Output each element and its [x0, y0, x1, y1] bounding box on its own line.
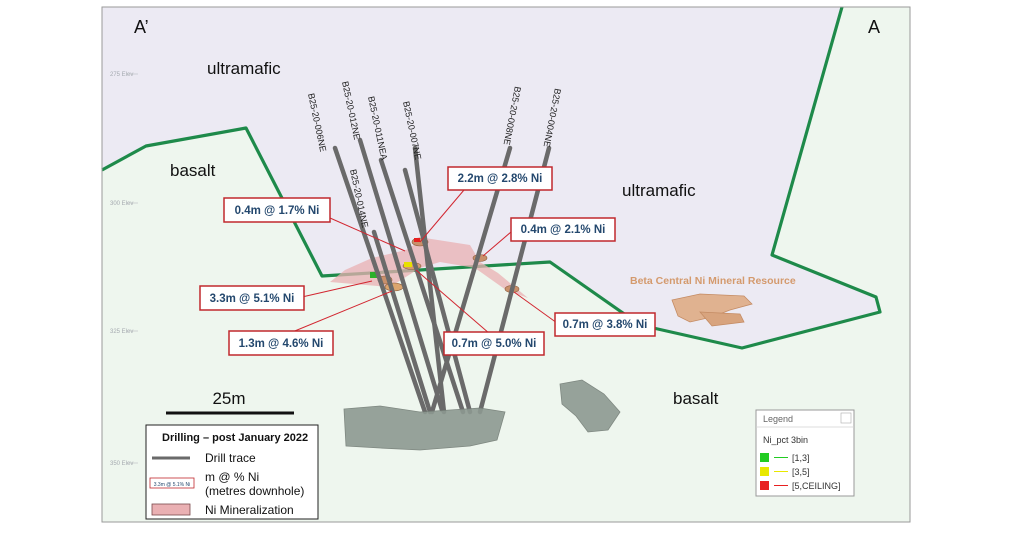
drill-traces	[332, 137, 552, 415]
section-label-right: A	[868, 17, 880, 37]
elevation-label: 350 Elev	[110, 461, 133, 467]
underground-workings	[343, 379, 621, 451]
elevation-label: 275 Elev	[110, 72, 133, 78]
legend-intercept: m @ % Ni	[205, 470, 259, 484]
intercept-text: 1.3m @ 4.6% Ni	[239, 338, 324, 350]
intercept-text: 3.3m @ 5.1% Ni	[210, 293, 295, 305]
elevation-markers: 275 Elev 300 Elev 325 Elev 350 Elev	[110, 72, 138, 467]
intercept-callout: 0.4m @ 2.1% Ni	[510, 217, 616, 242]
intercept-callout: 0.4m @ 1.7% Ni	[223, 197, 331, 223]
rock-label-basalt: basalt	[170, 161, 216, 180]
intercept-callout: 3.3m @ 5.1% Ni	[199, 285, 305, 311]
grade-legend-field: Ni_pct 3bin	[763, 435, 808, 445]
rock-label-ultramafic: ultramafic	[207, 59, 281, 78]
elevation-label: 300 Elev	[110, 201, 133, 207]
mineral-resource-solid	[671, 293, 753, 327]
drilling-legend: Drilling – post January 2022 Drill trace…	[145, 424, 319, 520]
section-label-left: A’	[134, 17, 149, 37]
drilling-legend-title: Drilling – post January 2022	[162, 432, 308, 444]
intercept-text: 0.7m @ 5.0% Ni	[452, 338, 537, 350]
grade-bin-label: [1,3]	[792, 453, 810, 463]
legend-intercept-note: (metres downhole)	[205, 484, 304, 498]
intercept-text: 0.4m @ 1.7% Ni	[235, 205, 320, 217]
intercept-callout: 0.7m @ 5.0% Ni	[443, 331, 545, 356]
rock-label-basalt: basalt	[673, 389, 719, 408]
scale-bar-label: 25m	[212, 389, 245, 408]
intercept-callout: 0.7m @ 3.8% Ni	[554, 312, 656, 337]
scale-bar: 25m	[166, 389, 294, 415]
grade-legend-title: Legend	[763, 414, 793, 424]
callout-leaders	[284, 189, 558, 336]
rock-label-ultramafic: ultramafic	[622, 181, 696, 200]
resource-label: Beta Central Ni Mineral Resource	[630, 275, 796, 287]
intercept-callout: 2.2m @ 2.8% Ni	[447, 166, 553, 191]
grade-bin-label: [3,5]	[792, 467, 810, 477]
intercept-text: 2.2m @ 2.8% Ni	[458, 173, 543, 185]
legend-sample-callout: 3.3m @ 5.1% Ni	[154, 482, 190, 488]
legend-drill-trace: Drill trace	[205, 451, 256, 465]
figure-frame	[101, 6, 911, 523]
intercept-text: 0.7m @ 3.8% Ni	[563, 319, 648, 331]
intercept-text: 0.4m @ 2.1% Ni	[521, 224, 606, 236]
grade-bin-label: [5,CEILING]	[792, 481, 841, 491]
legend-mineralization: Ni Mineralization	[205, 503, 294, 517]
elevation-label: 325 Elev	[110, 329, 133, 335]
intercept-callout: 1.3m @ 4.6% Ni	[228, 330, 334, 356]
grade-legend: Legend Ni_pct 3bin [1,3] [3,5] [5,CEILIN…	[755, 409, 855, 497]
